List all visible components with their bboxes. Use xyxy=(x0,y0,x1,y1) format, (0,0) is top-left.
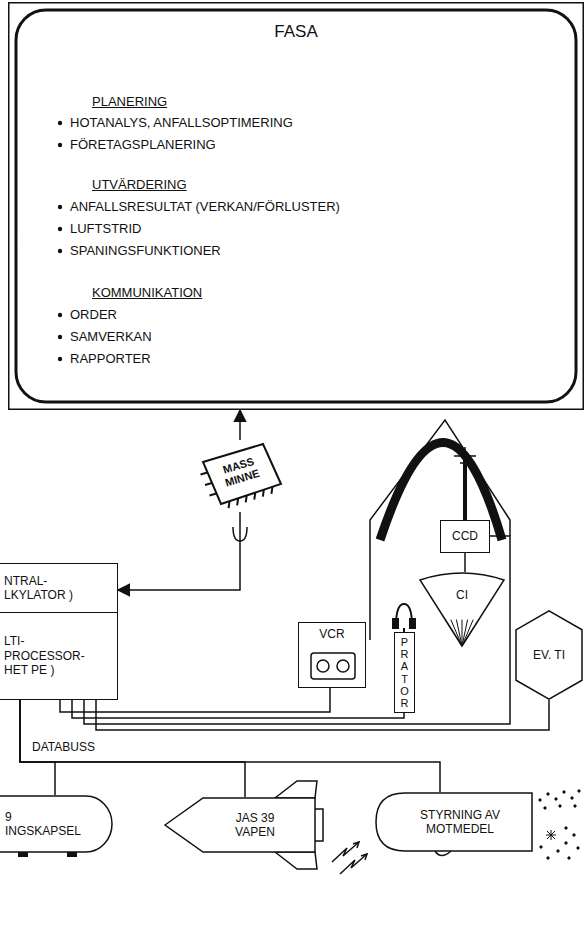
box-label: VCR xyxy=(319,627,344,641)
text-area: PRATOR xyxy=(395,633,414,712)
bus-label: DATABUSS xyxy=(30,740,97,754)
text-area: VCR xyxy=(299,623,365,687)
radio-link xyxy=(332,842,367,874)
ti-hexagon: EV. TI xyxy=(515,610,583,700)
list-item: SAMVERKAN xyxy=(70,329,152,345)
section-heading: UTVÄRDERING xyxy=(92,177,187,193)
countermeasure-pod: STYRNING AV MOTMEDEL xyxy=(375,792,533,852)
list-item: FÖRETAGSPLANERING xyxy=(70,137,216,153)
box-label: NTRAL- LKYLATOR ) xyxy=(4,574,94,603)
speech-unit: PRATOR xyxy=(394,632,415,713)
text-area: STYRNING AV MOTMEDEL xyxy=(375,792,533,852)
list-bullets xyxy=(58,121,62,361)
connector xyxy=(20,700,245,797)
list-item: HOTANALYS, ANFALLSOPTIMERING xyxy=(70,115,293,131)
headphones-icon xyxy=(393,604,415,632)
vcr-box: VCR xyxy=(298,622,366,688)
ccd-box: CCD xyxy=(440,520,490,553)
text-area: JAS 39 VAPEN xyxy=(165,797,315,853)
box-label: 9 INGSKAPSEL xyxy=(5,810,85,839)
list-item: RAPPORTER xyxy=(70,351,151,367)
ci-dial: CI xyxy=(418,572,506,648)
connector xyxy=(20,700,440,792)
section-heading: KOMMUNIKATION xyxy=(92,285,202,301)
box-label: CI xyxy=(456,588,468,602)
list-item: ANFALLSRESULTAT (VERKAN/FÖRLUSTER) xyxy=(70,199,340,215)
text-area: 9 INGSKAPSEL xyxy=(0,795,112,853)
connector xyxy=(118,512,240,590)
screen-title: FASA xyxy=(8,22,584,42)
weapon-missile: JAS 39 VAPEN xyxy=(165,797,315,853)
processor-box: LTI- PROCESSOR- HET PE ) xyxy=(0,612,118,700)
box-label: PRATOR xyxy=(399,636,410,709)
box-label: LTI- PROCESSOR- HET PE ) xyxy=(4,634,84,677)
section-heading: PLANERING xyxy=(92,94,167,110)
ci-dial-outline xyxy=(418,572,506,648)
box-label: STYRNING AV MOTMEDEL xyxy=(405,808,515,837)
memory-chip: MASS MINNE xyxy=(195,440,285,512)
text-area: EV. TI xyxy=(515,610,583,700)
box-label: EV. TI xyxy=(533,648,565,662)
box-label: CCD xyxy=(452,529,478,543)
text-area: CCD xyxy=(441,521,489,552)
list-item: SPANINGSFUNKTIONER xyxy=(70,243,221,259)
connector xyxy=(464,553,466,572)
recon-pod: 9 INGSKAPSEL xyxy=(0,795,112,853)
display-screen: FASA PLANERING HOTANALYS, ANFALLSOPTIMERIN… xyxy=(8,2,584,410)
text-area: NTRAL- LKYLATOR ) xyxy=(0,564,117,612)
connector xyxy=(96,700,549,730)
list-item: ORDER xyxy=(70,307,117,323)
countermeasure-sparks xyxy=(539,790,580,859)
text-area: LTI- PROCESSOR- HET PE ) xyxy=(0,613,117,699)
text-area: MASS MINNE xyxy=(195,440,285,512)
box-label: MASS MINNE xyxy=(210,451,270,492)
computer-box: NTRAL- LKYLATOR ) xyxy=(0,563,118,613)
text-area: CI xyxy=(418,572,506,648)
connector xyxy=(239,410,241,440)
connector xyxy=(72,700,404,718)
list-item: LUFTSTRID xyxy=(70,221,142,237)
box-label: JAS 39 VAPEN xyxy=(225,811,285,840)
connector xyxy=(84,536,510,724)
